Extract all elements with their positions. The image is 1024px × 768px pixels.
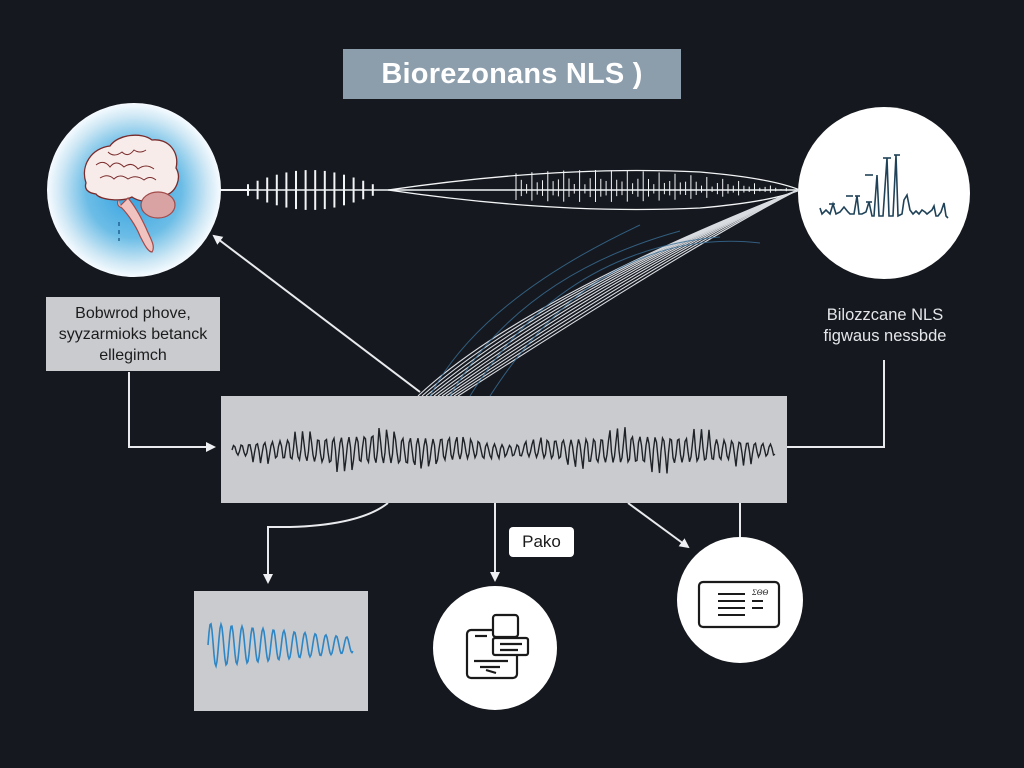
waveform-signal <box>231 427 776 474</box>
card-badge: ΣΘΘ <box>751 588 769 597</box>
fan-line <box>445 189 799 397</box>
signal-fan <box>417 189 799 397</box>
top-waveform <box>220 169 801 211</box>
fan-line <box>437 189 799 397</box>
connectors <box>128 189 885 584</box>
document-chat-icon <box>465 613 530 680</box>
brain-icon <box>83 134 180 253</box>
info-box-line: Bobwrod phove, <box>75 304 191 322</box>
connector-panel-to-card <box>627 502 690 549</box>
brain-node[interactable] <box>47 103 221 277</box>
fan-line <box>441 189 799 397</box>
right-label-line: figwaus nessbde <box>823 327 947 345</box>
document-node[interactable] <box>433 586 557 710</box>
mini-waveform <box>207 621 354 669</box>
right-label-line: Bilozzcane NLS <box>826 306 944 324</box>
fan-line-blue <box>489 240 761 397</box>
envelope-bottom <box>387 189 801 211</box>
fan-line <box>457 189 799 397</box>
info-box-line: syyzarmioks betanck <box>58 325 208 343</box>
spectrum-node[interactable] <box>798 107 970 279</box>
right-label: Bilozzcane NLS figwaus nessbde <box>800 305 970 347</box>
mini-waveform-panel[interactable] <box>194 591 368 711</box>
info-box-line: ellegimch <box>99 346 167 364</box>
connector-panel-to-miniwave <box>263 502 389 584</box>
card-node[interactable]: ΣΘΘ <box>677 537 803 663</box>
signal-panel[interactable] <box>221 396 787 503</box>
fan-line <box>449 189 799 397</box>
info-box-left[interactable]: Bobwrod phove, syyzarmioks betanck elleg… <box>46 297 220 371</box>
connector-panel-to-brain <box>212 234 421 393</box>
connector-panel-to-right <box>787 360 885 448</box>
fan-line-blue <box>449 230 681 397</box>
fan-line <box>429 189 799 397</box>
pako-tag[interactable]: Pako <box>509 527 574 557</box>
fan-line-blue <box>429 224 641 397</box>
spike-spectrum-icon <box>819 154 949 219</box>
card-list-icon: ΣΘΘ <box>697 580 781 629</box>
fan-line-blue <box>469 236 721 397</box>
envelope-top <box>387 169 801 191</box>
fan-line <box>453 189 799 397</box>
diagram-title: Biorezonans NLS ) <box>343 49 681 99</box>
connector-box-to-panel <box>128 372 216 452</box>
